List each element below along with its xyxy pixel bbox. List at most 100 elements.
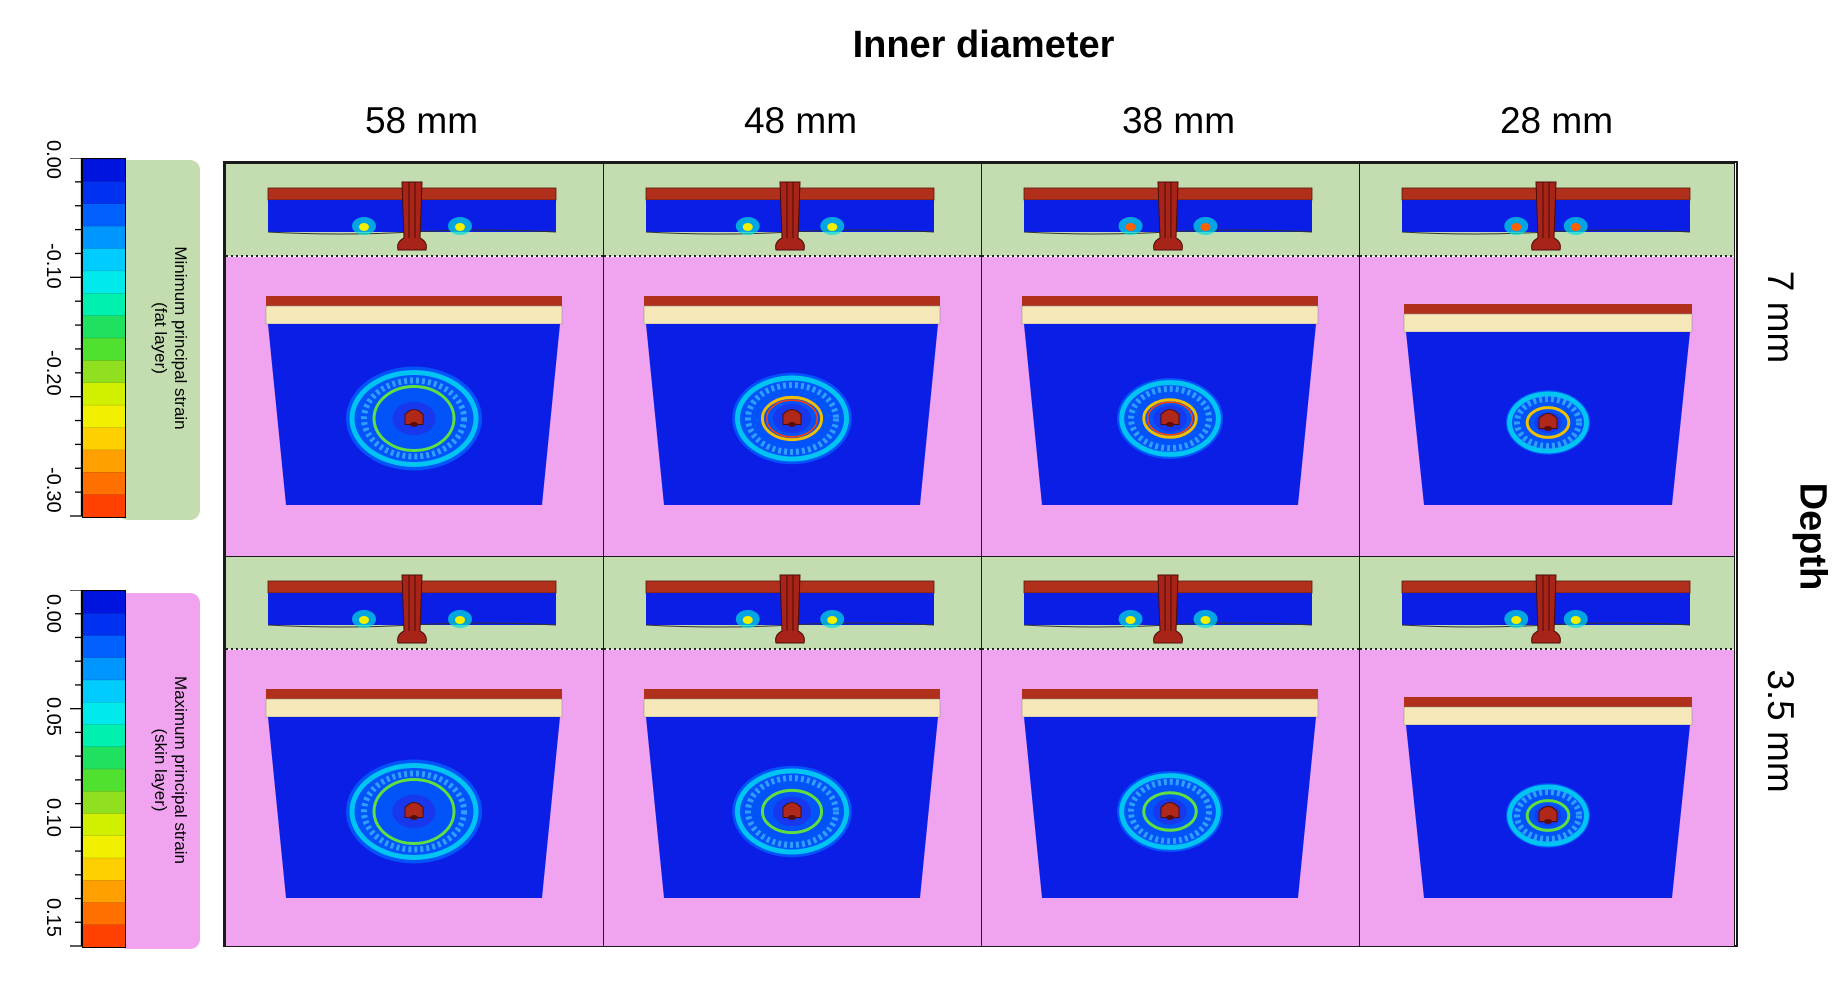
- cell-graphic: [226, 557, 603, 946]
- suction-cup-stem: [404, 802, 424, 818]
- strain-hotspot-core: [455, 223, 465, 231]
- colorbar-band: [83, 724, 125, 748]
- colorbar-band: [83, 427, 125, 451]
- cell-r2-c1: [225, 556, 604, 947]
- colorbar-2: [82, 590, 126, 948]
- strain-ring-inner: [1142, 398, 1198, 439]
- colorbar-band: [83, 613, 125, 636]
- colorbar-band: [83, 880, 125, 903]
- colorbar-band: [83, 405, 125, 428]
- cell-graphic: [1360, 164, 1734, 556]
- colorbar-band: [83, 472, 125, 496]
- strain-hotspot-core: [1125, 616, 1136, 624]
- colorbar-band: [83, 226, 125, 249]
- strain-ring-mottled: [1128, 778, 1212, 845]
- strain-ring-outer: [734, 375, 850, 462]
- strain-ring-outer: [1507, 391, 1589, 454]
- colorbar-band: [83, 769, 125, 792]
- colorbar-2-caption-line-1: Maximum principal strain: [171, 676, 190, 864]
- strain-ring-inner: [1525, 799, 1571, 832]
- cell-graphic: [982, 164, 1359, 556]
- column-label-28mm: 28 mm: [1499, 100, 1614, 141]
- skin-layer-top: [1404, 697, 1692, 707]
- suction-cup-section: [1531, 181, 1561, 251]
- cell-r1-c3: [981, 163, 1360, 557]
- fat-layer-top: [1403, 706, 1693, 726]
- colorbar-band: [83, 902, 125, 926]
- strain-hotspot-core: [359, 616, 369, 624]
- cell-graphic: [226, 164, 603, 556]
- suction-cup-stem: [1538, 806, 1558, 822]
- fat-layer-top: [1403, 313, 1693, 333]
- fat-layer-top: [643, 698, 941, 718]
- colorbar-2-caption: Maximum principal strain (skin layer): [150, 660, 190, 880]
- strain-ring-inner: [372, 385, 456, 452]
- colorbar-band: [83, 248, 125, 272]
- strain-hotspot-core: [827, 616, 838, 624]
- skin-layer-top: [1404, 304, 1692, 314]
- fat-layer-top: [643, 305, 941, 325]
- row-label-3-5mm: 3.5 mm: [1760, 669, 1801, 793]
- cell-r2-c4: [1359, 556, 1735, 947]
- strain-hotspot-core: [359, 223, 369, 231]
- colorbar-2-tick-1: 0.05: [42, 697, 64, 736]
- colorbar-1-tick-marks: [70, 157, 83, 517]
- strain-ring-mottled: [745, 775, 839, 848]
- column-label-58mm: 58 mm: [364, 100, 479, 141]
- suction-cup-section: [1153, 181, 1183, 251]
- skin-layer-top: [266, 296, 562, 306]
- suction-cup-section: [1153, 574, 1183, 644]
- colorbar-2-caption-line-2: (skin layer): [151, 728, 170, 812]
- colorbar-1-tick-3: -0.30: [42, 467, 64, 513]
- fat-layer-top: [1021, 698, 1319, 718]
- cell-r2-c2: [603, 556, 982, 947]
- colorbar-band: [83, 657, 125, 681]
- cell-r1-c2: [603, 163, 982, 557]
- strain-hotspot-core: [742, 223, 753, 231]
- colorbar-1-tick-2: -0.20: [42, 350, 64, 396]
- colorbar-2-tick-0: 0.00: [42, 594, 64, 633]
- suction-cup-stem: [1160, 409, 1180, 425]
- colorbar-1-caption-line-1: Minimum principal strain: [171, 246, 190, 430]
- colorbar-1-caption-line-2: (fat layer): [151, 302, 170, 374]
- colorbar-1: [82, 158, 126, 518]
- fat-layer-top: [265, 698, 563, 718]
- strain-hotspot-core: [1511, 616, 1522, 624]
- colorbar-2-ticks: [70, 589, 83, 948]
- colorbar-band: [83, 791, 125, 814]
- suction-cup-section: [1531, 574, 1561, 644]
- cell-graphic: [604, 557, 981, 946]
- strain-ring-mottled: [745, 382, 839, 455]
- colorbar-band: [83, 360, 125, 384]
- strain-ring-inner: [372, 778, 456, 845]
- strain-hotspot-core: [827, 223, 838, 231]
- strain-ring-inner: [1525, 406, 1571, 439]
- suction-cup-opening: [788, 815, 796, 820]
- strain-ring-outer: [1119, 380, 1221, 457]
- suction-cup-opening: [1544, 426, 1552, 431]
- colorbar-2-tick-2: 0.10: [42, 798, 64, 837]
- colorbar-band: [83, 835, 125, 859]
- strain-ring-mottled: [1514, 395, 1582, 450]
- strain-ring-peak: [766, 399, 818, 438]
- colorbar-band: [83, 382, 125, 406]
- strain-hotspot-core: [1570, 223, 1581, 231]
- colorbar-band: [83, 338, 125, 361]
- suction-cup-opening: [410, 815, 418, 820]
- strain-ring-outer: [1119, 773, 1221, 850]
- colorbar-band: [83, 924, 125, 948]
- colorbar-1-scale: [83, 158, 125, 518]
- colorbar-2-tick-3: 0.15: [42, 898, 64, 937]
- strain-hotspot-core: [742, 616, 753, 624]
- colorbar-1-caption: Minimum principal strain (fat layer): [150, 228, 190, 448]
- figure-title: Inner diameter: [852, 24, 1115, 66]
- strain-ring-mottled: [1128, 385, 1212, 452]
- colorbar-band: [83, 449, 125, 473]
- skin-layer-top: [1022, 689, 1318, 699]
- strain-hotspot-core: [1200, 223, 1211, 231]
- column-label-48mm: 48 mm: [743, 100, 858, 141]
- strain-ring-inner: [760, 395, 824, 442]
- colorbar-band: [83, 746, 125, 770]
- cell-r1-c4: [1359, 163, 1735, 557]
- cell-graphic: [604, 164, 981, 556]
